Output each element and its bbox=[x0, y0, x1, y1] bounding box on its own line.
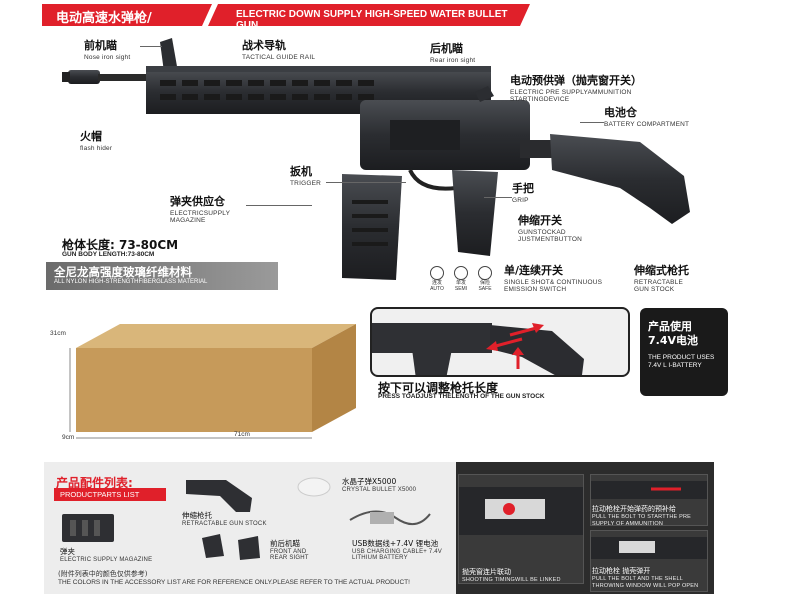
title-banner: 电动高速水弹枪/ ELECTRIC DOWN SUPPLY HIGH-SPEED… bbox=[42, 4, 530, 31]
buffer-tube-shape bbox=[520, 140, 560, 158]
label-magazine: 弹夹供应仓 ELECTRICSUPPLY MAGAZINE bbox=[170, 195, 230, 224]
packaging-box bbox=[69, 324, 356, 439]
feature-caption-bolt-supply: 拉动枪栓开始弹药的预补给 PULL THE BOLT TO STARTTHE P… bbox=[592, 505, 692, 527]
material-cn: 全尼龙高强度玻璃纤维材料 bbox=[54, 265, 192, 279]
gun-length-en: GUN BODY LENGTH:73-80CM bbox=[62, 251, 155, 258]
sights-accessory-image bbox=[202, 534, 260, 560]
mode-auto-icon bbox=[430, 266, 444, 280]
accessory-sights-label: 前后机瞄 FRONT AND REAR SIGHT bbox=[270, 539, 309, 561]
label-pre-supply: 电动预供弹（抛壳窗开关） ELECTRIC PRE SUPPLYAMMUNITI… bbox=[510, 74, 642, 103]
label-rail: 战术导轨 TACTICAL GUIDE RAIL bbox=[242, 39, 316, 61]
accessory-bullets-label: 水晶子弹X5000 CRYSTAL BULLET X5000 bbox=[342, 477, 417, 493]
box-depth: 9cm bbox=[62, 434, 75, 441]
battery-info-box: 产品使用 7.4V电池 THE PRODUCT USES 7.4V L I-BA… bbox=[640, 308, 728, 396]
label-retractable-stock: 伸缩式枪托 RETRACTABLE GUN STOCK bbox=[634, 264, 689, 293]
bullets-accessory-image bbox=[297, 477, 331, 497]
barrel-shape bbox=[98, 74, 148, 81]
label-stock-button: 伸缩开关 GUNSTOCKAD JUSTMENTBUTTON bbox=[518, 214, 583, 243]
label-rear-sight: 后机瞄 Rear iron sight bbox=[430, 42, 476, 64]
stock-shape bbox=[550, 134, 690, 224]
label-grip: 手把 GRIP bbox=[512, 182, 534, 204]
leader-line bbox=[246, 205, 312, 206]
mode-semi: 单发 SEMI bbox=[450, 266, 472, 292]
box-height: 31cm bbox=[50, 330, 66, 337]
feature-caption-ejection: 抛壳窗连片联动 SHOOTING TIMINGWILL BE LINKED bbox=[462, 568, 561, 583]
banner-title-cn: 电动高速水弹枪/ bbox=[56, 11, 152, 26]
grip-shape bbox=[452, 170, 498, 256]
mode-auto: 连发 AUTO bbox=[426, 266, 448, 292]
label-trigger: 扳机 TRIGGER bbox=[290, 165, 322, 187]
feature-photo-ejection bbox=[458, 474, 584, 584]
banner-title-en: ELECTRIC DOWN SUPPLY HIGH-SPEED WATER BU… bbox=[236, 9, 508, 31]
press-instruction-cn: 按下可以调整枪托长度 bbox=[378, 381, 499, 395]
flash-hider-shape bbox=[62, 70, 100, 84]
leader-line bbox=[326, 182, 406, 183]
accessory-stock-label: 伸缩枪托 RETRACTABLE GUN STOCK bbox=[182, 511, 267, 527]
label-battery-compartment: 电池仓 BATTERY COMPARTMENT bbox=[604, 106, 690, 128]
accessory-title-en: PRODUCTPARTS LIST bbox=[54, 488, 166, 501]
material-en: ALL NYLON HIGH-STRENGTHFIBERGLASS MATERI… bbox=[54, 279, 208, 285]
mode-semi-icon bbox=[454, 266, 468, 280]
accessory-note-en: THE COLORS IN THE ACCESSORY LIST ARE FOR… bbox=[58, 579, 410, 586]
material-band: 全尼龙高强度玻璃纤维材料 ALL NYLON HIGH-STRENGTHFIBE… bbox=[46, 262, 278, 290]
gun-illustration bbox=[62, 38, 690, 280]
feature-photo-bolt-shell bbox=[590, 530, 708, 592]
press-instruction-en: PRESS TOADJUST THELENGTH OF THE GUN STOC… bbox=[378, 393, 545, 400]
feature-caption-bolt-shell: 拉动枪栓 抛壳弹开 PULL THE BOLT AND THE SHELL TH… bbox=[592, 567, 699, 589]
stock-detail-illustration bbox=[372, 323, 584, 375]
front-sight-shape bbox=[160, 38, 178, 72]
mode-safe: 保险 SAFE bbox=[474, 266, 496, 292]
bolt-shell-illustration bbox=[591, 537, 707, 559]
ejection-illustration bbox=[459, 487, 583, 535]
leader-line bbox=[580, 122, 604, 123]
label-front-sight: 前机瞄 Nose iron sight bbox=[84, 39, 131, 61]
accessory-magazine-label: 弹夹 ELECTRIC SUPPLY MAGAZINE bbox=[60, 547, 153, 563]
leader-line bbox=[140, 46, 162, 47]
stock-accessory-image bbox=[186, 480, 252, 512]
stock-detail-photo bbox=[370, 307, 630, 377]
rail-shape bbox=[146, 66, 491, 114]
mode-safe-icon bbox=[478, 266, 492, 280]
feature-photo-bolt-supply bbox=[590, 474, 708, 526]
accessory-cable-label: USB数据线+7.4V 锂电池 USB CHARGING CABLE+ 7.4V… bbox=[352, 539, 442, 561]
cable-battery-accessory-image bbox=[349, 510, 431, 525]
banner-shape bbox=[42, 4, 530, 26]
accessory-title-cn: 产品配件列表: bbox=[56, 476, 133, 490]
accessory-note-cn: (附件列表中的颜色仅供参考) bbox=[58, 570, 148, 578]
rear-sight-shape bbox=[475, 86, 494, 102]
magazine-accessory-image bbox=[62, 514, 114, 542]
bolt-supply-illustration bbox=[591, 481, 707, 499]
magazine-shape bbox=[342, 174, 402, 280]
gun-length-cn: 枪体长度: 73-80CM bbox=[62, 238, 179, 252]
label-flash-hider: 火帽 flash hider bbox=[80, 130, 113, 152]
battery-en: THE PRODUCT USES 7.4V L I-BATTERY bbox=[648, 354, 715, 369]
box-length: 71cm bbox=[234, 431, 250, 438]
battery-cn: 产品使用 7.4V电池 bbox=[648, 320, 698, 347]
leader-line bbox=[484, 197, 512, 198]
trigger-guard-shape bbox=[408, 169, 457, 191]
label-fire-mode: 单/连续开关 SINGLE SHOT& CONTINUOUS EMISSION … bbox=[504, 264, 603, 293]
receiver-shape bbox=[360, 100, 530, 170]
